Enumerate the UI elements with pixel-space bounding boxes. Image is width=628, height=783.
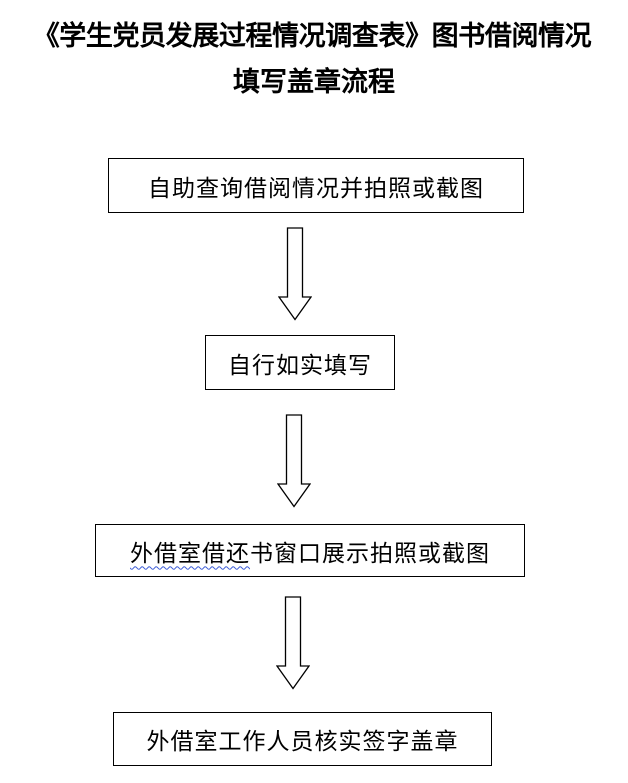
step-label-fill-in: 自行如实填写 bbox=[228, 352, 372, 379]
step-label-show-at-window: 外借室借还书窗口展示拍照或截图 bbox=[130, 534, 490, 568]
title-line-2: 填写盖章流程 bbox=[233, 67, 395, 98]
down-arrow-icon bbox=[277, 414, 311, 508]
step-label-verify-stamp: 外借室工作人员核实签字盖章 bbox=[146, 729, 459, 755]
down-arrow-icon bbox=[278, 227, 312, 321]
step-box-show-at-window: 外借室借还书窗口展示拍照或截图 bbox=[95, 524, 525, 577]
step-label-query: 自助查询借阅情况并拍照或截图 bbox=[148, 175, 484, 202]
step-label-underlined-part: 外借室借还 bbox=[130, 540, 250, 567]
title-line-1: 《学生党员发展过程情况调查表》图书借阅情况 bbox=[32, 21, 592, 52]
step-box-query: 自助查询借阅情况并拍照或截图 bbox=[108, 158, 524, 213]
step-box-verify-stamp: 外借室工作人员核实签字盖章 bbox=[113, 712, 492, 766]
down-arrow-icon bbox=[276, 596, 310, 690]
step-box-fill-in: 自行如实填写 bbox=[205, 335, 395, 390]
step-label-rest-part: 书窗口展示拍照或截图 bbox=[250, 540, 490, 567]
